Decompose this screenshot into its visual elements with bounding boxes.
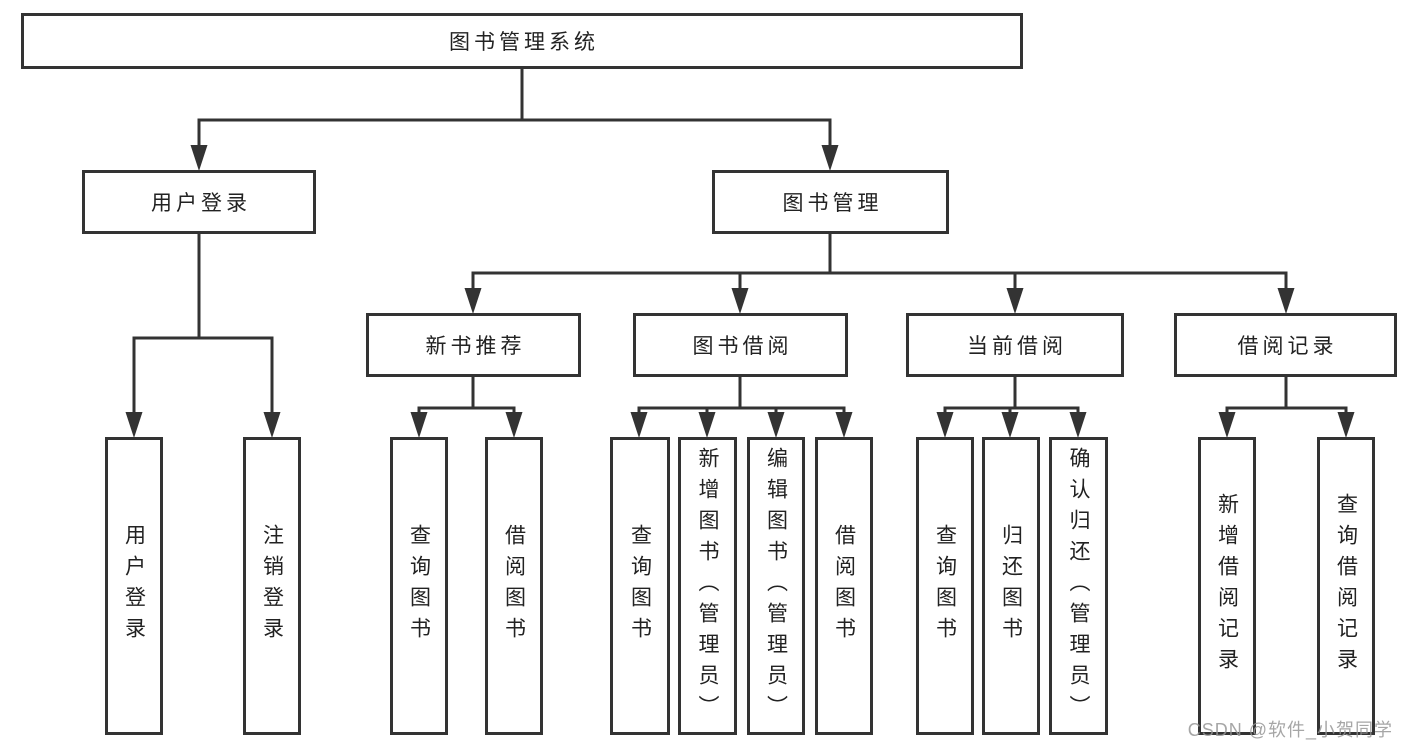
node-add-book-admin: 新增图书（管理员）	[678, 437, 737, 735]
node-borrow-books-recommend: 借阅图书	[485, 437, 543, 735]
node-label: 新增图书（管理员）	[696, 446, 719, 726]
node-query-books-borrow: 查询图书	[610, 437, 670, 735]
node-borrow-records: 借阅记录	[1174, 313, 1397, 377]
node-label: 查询图书	[933, 524, 957, 648]
node-label: 确认归还（管理员）	[1067, 446, 1090, 726]
node-user-login: 用户登录	[82, 170, 316, 234]
node-label: 注销登录	[260, 524, 284, 648]
node-edit-book-admin: 编辑图书（管理员）	[747, 437, 805, 735]
node-label: 新增借阅记录	[1215, 493, 1239, 679]
node-label: 用户登录	[151, 192, 251, 215]
node-label: 用户登录	[122, 524, 146, 648]
node-current-borrow: 当前借阅	[906, 313, 1124, 377]
node-query-borrow-record: 查询借阅记录	[1317, 437, 1375, 735]
node-label: 图书管理系统	[449, 31, 599, 54]
watermark: CSDN @软件_小贺同学	[1187, 720, 1393, 740]
node-label: 新书推荐	[425, 335, 526, 358]
node-query-books-recommend: 查询图书	[390, 437, 448, 735]
node-label: 借阅图书	[832, 524, 856, 648]
node-label: 图书借阅	[692, 335, 793, 358]
node-label: 图书管理	[782, 192, 883, 215]
node-label: 归还图书	[999, 524, 1023, 648]
node-book-management: 图书管理	[712, 170, 949, 234]
node-book-borrow: 图书借阅	[633, 313, 848, 377]
node-label: 查询图书	[407, 524, 431, 648]
node-library-system: 图书管理系统	[21, 13, 1023, 69]
node-label: 借阅记录	[1237, 335, 1338, 358]
node-add-borrow-record: 新增借阅记录	[1198, 437, 1256, 735]
node-user-login-leaf: 用户登录	[105, 437, 163, 735]
node-label: 当前借阅	[967, 335, 1067, 358]
node-label: 查询借阅记录	[1334, 493, 1358, 679]
node-query-books-current: 查询图书	[916, 437, 974, 735]
node-logout: 注销登录	[243, 437, 301, 735]
node-label: 借阅图书	[502, 524, 526, 648]
node-borrow-books-leaf: 借阅图书	[815, 437, 873, 735]
node-return-book: 归还图书	[982, 437, 1040, 735]
node-label: 查询图书	[628, 524, 652, 648]
node-label: 编辑图书（管理员）	[764, 446, 788, 726]
node-confirm-return-admin: 确认归还（管理员）	[1049, 437, 1108, 735]
node-new-book-recommend: 新书推荐	[366, 313, 581, 377]
